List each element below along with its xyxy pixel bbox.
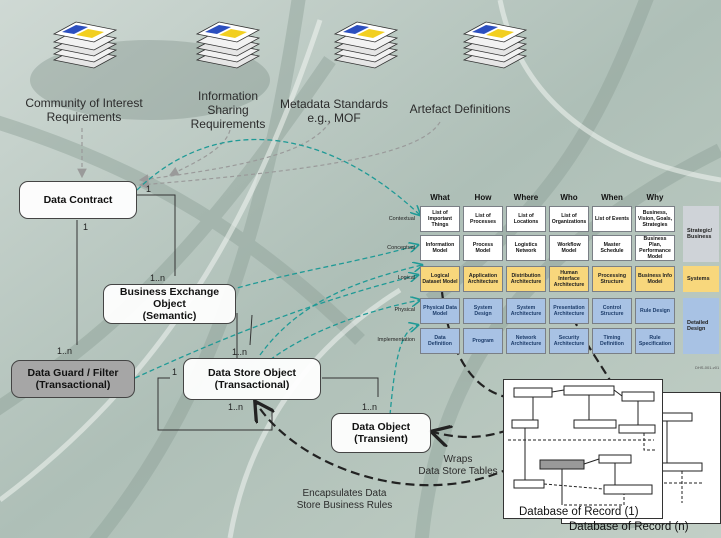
multiplicity-dso-left: 1 (172, 367, 178, 377)
zachman-cell: List of Important Things (420, 206, 460, 232)
database-of-record-n-label: Database of Record (n) (569, 521, 689, 533)
zachman-col-how: How (474, 193, 492, 202)
zachman-cell: Master Schedule (592, 235, 632, 261)
data-object-node: Data Object (Transient) (331, 413, 431, 453)
document-stack-1 (52, 10, 118, 72)
zachman-cell: Human Interface Architecture (549, 266, 589, 292)
zachman-cell: Logical Dataset Model (420, 266, 460, 292)
zachman-row-label: Logical (397, 275, 415, 281)
document-stack-4 (462, 10, 528, 72)
multiplicity-dc-right: 1 (146, 184, 152, 194)
zachman-figure-id: DHS-001-v01 (695, 365, 720, 370)
database-of-record-1 (503, 379, 663, 519)
zachman-cell: Processing Structure (592, 266, 632, 292)
data-guard-node: Data Guard / Filter (Transactional) (11, 360, 135, 398)
zachman-cell: List of Organizations (549, 206, 589, 232)
zachman-col-who: Who (560, 193, 578, 202)
zachman-cell: Application Architecture (463, 266, 503, 292)
document-label-1: Community of Interest Requirements (25, 96, 143, 124)
zachman-cell: System Design (463, 298, 503, 324)
zachman-cell: Logistics Network (506, 235, 546, 261)
zachman-cell: Process Model (463, 235, 503, 261)
multiplicity-dso-top: 1..n (232, 347, 248, 357)
zachman-cell: List of Processes (463, 206, 503, 232)
zachman-cell: List of Events (592, 206, 632, 232)
data-contract-node: Data Contract (19, 181, 137, 219)
zachman-cell: Business Info Model (635, 266, 675, 292)
wraps-annotation: Wraps Data Store Tables (418, 454, 498, 477)
document-label-3: Metadata Standards e.g., MOF (279, 97, 389, 125)
document-label-2: Information Sharing Requirements (190, 89, 266, 131)
zachman-col-why: Why (646, 193, 664, 202)
zachman-cell: Rule Specification (635, 328, 675, 354)
document-stack-icon (333, 21, 399, 69)
document-stack-icon (52, 21, 118, 69)
multiplicity-dso-bottom: 1..n (228, 402, 244, 412)
zachman-row-label: Physical (394, 307, 415, 313)
zachman-section-detailed: Detailed Design (683, 298, 719, 354)
document-label-4: Artefact Definitions (409, 102, 511, 116)
zachman-cell: List of Locations (506, 206, 546, 232)
zachman-cell: Business, Vision, Goals, Strategies (635, 206, 675, 232)
zachman-col-where: Where (513, 193, 539, 202)
zachman-cell: Rule Design (635, 298, 675, 324)
zachman-cell: Program (463, 328, 503, 354)
multiplicity-dg: 1..n (57, 346, 73, 356)
data-store-object-node: Data Store Object (Transactional) (183, 358, 321, 400)
multiplicity-dc-down: 1 (83, 222, 89, 232)
zachman-cell: Presentation Architecture (549, 298, 589, 324)
business-exchange-object-label: Business Exchange Object (Semantic) (119, 286, 220, 322)
zachman-row-label: Conceptual (387, 245, 415, 251)
data-contract-label: Data Contract (43, 194, 113, 206)
zachman-cell: Data Definition (420, 328, 460, 354)
zachman-cell: Timing Definition (592, 328, 632, 354)
multiplicity-beo: 1..n (150, 273, 166, 283)
schema-diagram-icon (508, 385, 656, 506)
data-guard-label: Data Guard / Filter (Transactional) (27, 367, 119, 391)
business-exchange-object-node: Business Exchange Object (Semantic) (103, 284, 236, 324)
zachman-col-what: What (430, 193, 450, 202)
zachman-row-label: Implementation (377, 337, 415, 343)
document-stack-2 (195, 10, 261, 72)
database-of-record-1-label: Database of Record (1) (519, 506, 639, 518)
zachman-cell: Network Architecture (506, 328, 546, 354)
zachman-cell: Distribution Architecture (506, 266, 546, 292)
zachman-cell: Information Model (420, 235, 460, 261)
zachman-cell: Control Structure (592, 298, 632, 324)
zachman-framework: What How Where Who When Why Contextual C… (305, 190, 720, 375)
data-object-label: Data Object (Transient) (351, 421, 411, 445)
document-stack-icon (462, 21, 528, 69)
document-stack-icon (195, 21, 261, 69)
zachman-row-label: Contextual (388, 216, 415, 222)
document-stack-3 (333, 10, 399, 72)
multiplicity-do-top: 1..n (362, 402, 378, 412)
zachman-cell: Workflow Model (549, 235, 589, 261)
zachman-cell: Physical Data Model (420, 298, 460, 324)
zachman-section-strategic: Strategic/ Business (683, 206, 719, 262)
data-store-object-label: Data Store Object (Transactional) (207, 367, 297, 391)
zachman-cell: Business Plan, Performance Model (635, 235, 675, 261)
zachman-col-when: When (601, 193, 623, 202)
encapsulates-annotation: Encapsulates Data Store Business Rules (296, 488, 393, 511)
zachman-cell: Security Architecture (549, 328, 589, 354)
zachman-cell: System Architecture (506, 298, 546, 324)
zachman-section-systems: Systems (683, 266, 719, 292)
